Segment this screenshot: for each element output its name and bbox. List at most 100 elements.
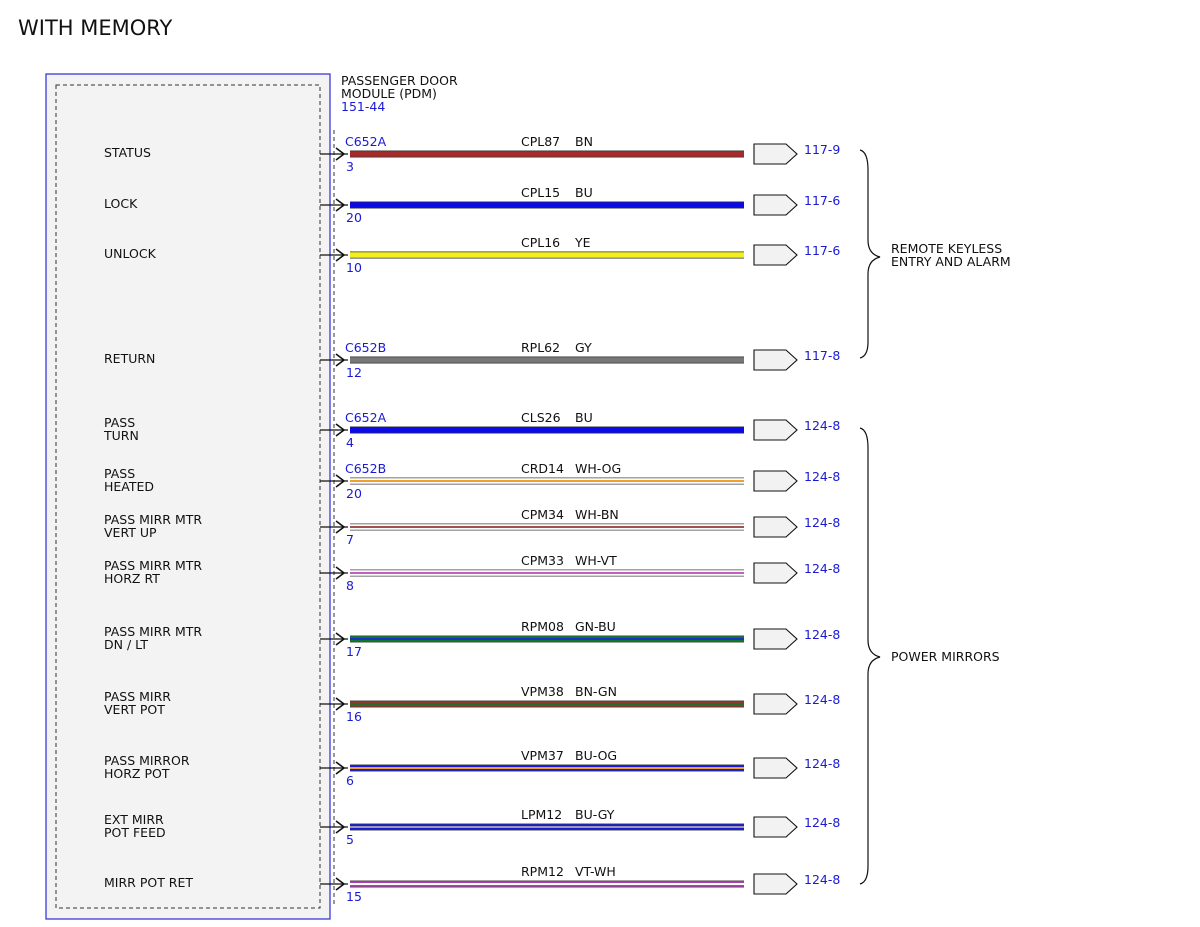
destination-connector-icon: [753, 244, 798, 266]
destination-connector-icon: [753, 419, 798, 441]
pin-number: 8: [346, 578, 354, 593]
pin-label: VERT POT: [104, 702, 165, 717]
pin-arrow-icon: [335, 423, 346, 437]
wire-color-code: BN-GN: [575, 684, 617, 699]
module-name-line2: MODULE (PDM): [341, 86, 437, 101]
pin-label: RETURN: [104, 351, 155, 366]
pin-number: 12: [346, 365, 362, 380]
circuit-id: VPM37: [521, 748, 564, 763]
brace-power-mirrors: [859, 427, 881, 885]
connector-name: C652B: [345, 340, 386, 355]
pin-label: STATUS: [104, 145, 151, 160]
circuit-id: RPL62: [521, 340, 560, 355]
destination-ref: 124-8: [804, 627, 840, 642]
destination-ref: 117-6: [804, 243, 840, 258]
group-label-remote-keyless-line2: ENTRY AND ALARM: [891, 254, 1011, 269]
pin-arrow-icon: [335, 474, 346, 488]
wire-color-code: BN: [575, 134, 593, 149]
destination-ref: 117-8: [804, 348, 840, 363]
pin-label: EXT MIRR: [104, 812, 164, 827]
circuit-id: CPM33: [521, 553, 564, 568]
destination-ref: 124-8: [804, 561, 840, 576]
pin-arrow-icon: [335, 632, 346, 646]
destination-ref: 124-8: [804, 815, 840, 830]
wire-color-code: BU: [575, 410, 593, 425]
destination-ref: 117-6: [804, 193, 840, 208]
destination-connector-icon: [753, 628, 798, 650]
pin-arrow-icon: [335, 761, 346, 775]
destination-connector-icon: [753, 516, 798, 538]
group-label-power-mirrors: POWER MIRRORS: [891, 649, 1000, 664]
wire-color-code: BU-GY: [575, 807, 615, 822]
pin-arrow-icon: [335, 520, 346, 534]
wire-color-code: YE: [574, 235, 591, 250]
pin-arrow-icon: [335, 820, 346, 834]
circuit-id: CRD14: [521, 461, 564, 476]
wire-color-code: BU: [575, 185, 593, 200]
pin-arrow-icon: [335, 353, 346, 367]
destination-ref: 124-8: [804, 515, 840, 530]
pin-number: 5: [346, 832, 354, 847]
pin-arrow-icon: [335, 697, 346, 711]
destination-connector-icon: [753, 562, 798, 584]
destination-connector-icon: [753, 757, 798, 779]
destination-ref: 124-8: [804, 692, 840, 707]
pin-label: PASS MIRR: [104, 689, 171, 704]
connector-name: C652A: [345, 410, 387, 425]
pin-number: 3: [346, 159, 354, 174]
pin-label: TURN: [103, 428, 139, 443]
pin-label: LOCK: [104, 196, 138, 211]
destination-ref: 117-9: [804, 142, 840, 157]
wire-color-code: WH-BN: [575, 507, 619, 522]
circuit-id: LPM12: [521, 807, 562, 822]
circuit-id: CPM34: [521, 507, 564, 522]
brace-remote-keyless: [859, 149, 881, 359]
wire-color-code: VT-WH: [575, 864, 616, 879]
circuit-id: RPM12: [521, 864, 564, 879]
pin-number: 6: [346, 773, 354, 788]
circuit-id: CLS26: [521, 410, 561, 425]
pin-label: UNLOCK: [104, 246, 157, 261]
circuit-id: VPM38: [521, 684, 564, 699]
pin-arrow-icon: [335, 566, 346, 580]
pin-label: PASS MIRR MTR: [104, 624, 202, 639]
destination-connector-icon: [753, 470, 798, 492]
pin-number: 16: [346, 709, 362, 724]
pin-number: 20: [346, 486, 362, 501]
pin-label: HORZ RT: [104, 571, 160, 586]
circuit-id: CPL87: [521, 134, 560, 149]
destination-ref: 124-8: [804, 418, 840, 433]
pin-label: MIRR POT RET: [104, 875, 193, 890]
destination-connector-icon: [753, 873, 798, 895]
destination-connector-icon: [753, 194, 798, 216]
pin-arrow-icon: [335, 248, 346, 262]
destination-connector-icon: [753, 693, 798, 715]
pin-label: HEATED: [104, 479, 154, 494]
pin-label: PASS: [104, 415, 135, 430]
destination-connector-icon: [753, 143, 798, 165]
circuit-id: CPL15: [521, 185, 560, 200]
module-inner-box: [55, 84, 321, 909]
pin-number: 17: [346, 644, 362, 659]
wire-color-code: WH-OG: [575, 461, 621, 476]
pin-label: PASS MIRROR: [104, 753, 190, 768]
pin-number: 7: [346, 532, 354, 547]
connector-name: C652B: [345, 461, 386, 476]
destination-ref: 124-8: [804, 872, 840, 887]
wire-color-code: BU-OG: [575, 748, 617, 763]
pin-label: POT FEED: [104, 825, 166, 840]
destination-connector-icon: [753, 349, 798, 371]
module-outer-box: [45, 73, 331, 920]
destination-connector-icon: [753, 816, 798, 838]
module-name-line1: PASSENGER DOOR: [341, 73, 458, 88]
pin-label: HORZ POT: [104, 766, 170, 781]
destination-ref: 124-8: [804, 469, 840, 484]
pin-label: PASS: [104, 466, 135, 481]
wire-color-code: GN-BU: [575, 619, 616, 634]
circuit-id: CPL16: [521, 235, 560, 250]
diagram-title: WITH MEMORY: [18, 16, 173, 40]
pin-label: PASS MIRR MTR: [104, 512, 202, 527]
pin-number: 20: [346, 210, 362, 225]
